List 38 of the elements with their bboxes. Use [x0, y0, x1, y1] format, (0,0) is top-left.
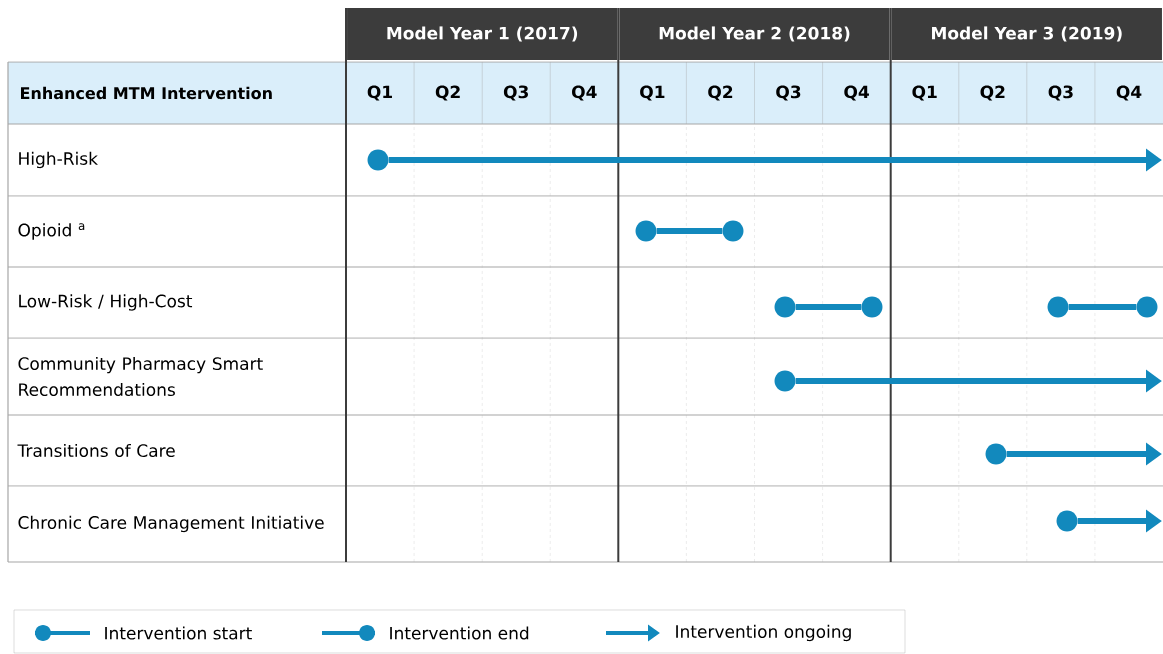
row-label: Transitions of Care [17, 443, 175, 458]
quarter-label: Q4 [844, 85, 869, 101]
quarter-label: Q4 [1116, 85, 1142, 101]
dot-marker [985, 443, 1007, 465]
dot-marker [1136, 296, 1158, 318]
timeline-bar [656, 228, 723, 234]
timeline-bar [1068, 304, 1137, 310]
year-header: Model Year 1 (2017) [347, 8, 618, 60]
dot-marker [774, 370, 796, 392]
row-label: High-Risk [19, 151, 98, 169]
quarter-label: Q2 [708, 85, 733, 101]
column-header: Enhanced MTM Intervention [21, 86, 272, 100]
row-label: Opioid $^{a}$ [18, 223, 85, 240]
dot-marker [635, 220, 657, 242]
row-label: Chronic Care Management Initiative [18, 515, 324, 533]
quarter-label: Q3 [776, 85, 801, 101]
quarter-label: Q1 [640, 85, 665, 101]
quarter-label: Q1 [367, 85, 392, 101]
quarter-label: Q2 [435, 85, 460, 101]
dot-marker [367, 149, 389, 171]
dot-marker [774, 296, 796, 318]
quarter-label: Q3 [1048, 85, 1073, 101]
timeline-bar [795, 304, 862, 310]
dot-marker [1056, 510, 1078, 532]
quarter-label: Q1 [912, 85, 937, 101]
year-header: Model Year 2 (2018) [619, 8, 890, 60]
dot-marker [861, 296, 883, 318]
legend-label: Intervention end [390, 626, 529, 640]
legend-label: Intervention ongoing [676, 624, 851, 642]
quarter-label: Q3 [503, 85, 528, 101]
legend-label: Intervention start [105, 626, 252, 640]
row-label: Low-Risk / High-Cost [19, 294, 193, 311]
year-header: Model Year 3 (2019) [891, 8, 1162, 60]
dot-marker [722, 220, 744, 242]
quarter-label: Q4 [572, 85, 597, 101]
dot-marker [1047, 296, 1069, 318]
quarter-label: Q2 [980, 85, 1005, 101]
row-label: Community Pharmacy Smart Recommendations [18, 356, 263, 397]
